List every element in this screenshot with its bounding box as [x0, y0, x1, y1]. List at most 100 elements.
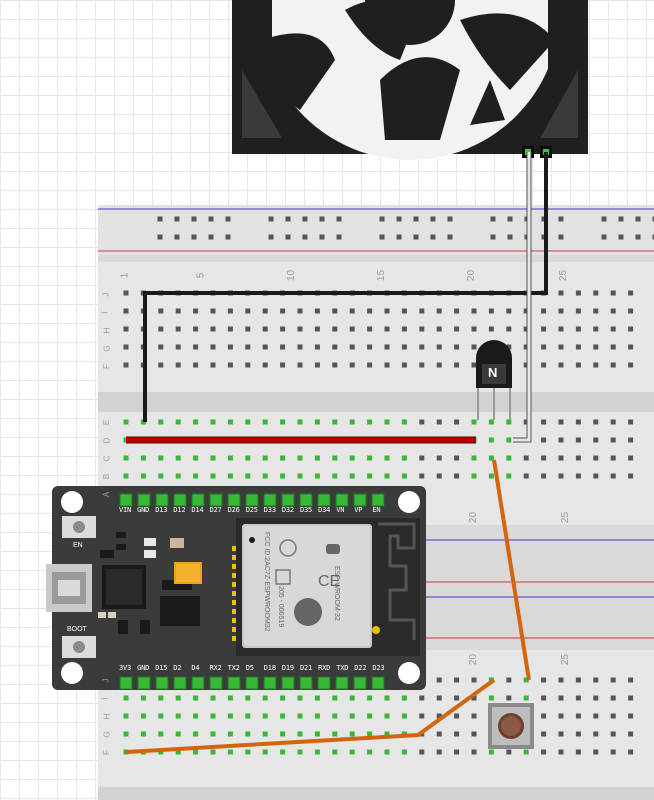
- breadboard-hole: [488, 473, 494, 479]
- breadboard-hole: [280, 308, 286, 314]
- breadboard-hole: [610, 344, 616, 350]
- breadboard-hole: [436, 677, 442, 683]
- breadboard-hole: [558, 695, 564, 701]
- breadboard-hole: [401, 344, 407, 350]
- column-number: 10: [286, 269, 298, 282]
- breadboard-hole: [454, 677, 460, 683]
- breadboard-hole: [506, 455, 512, 461]
- esp32-pin-label: GND: [137, 664, 150, 672]
- breadboard-hole: [488, 455, 494, 461]
- transistor-marking: N: [488, 365, 498, 380]
- breadboard-hole: [210, 473, 216, 479]
- breadboard-hole: [471, 362, 477, 368]
- breadboard-hole: [610, 677, 616, 683]
- breadboard-hole: [174, 234, 180, 240]
- breadboard-hole: [262, 308, 268, 314]
- breadboard-hole: [262, 473, 268, 479]
- esp32-pin-label: D12: [173, 506, 186, 514]
- breadboard-hole: [454, 731, 460, 737]
- breadboard-hole: [454, 713, 460, 719]
- breadboard-hole: [262, 455, 268, 461]
- breadboard-hole: [401, 713, 407, 719]
- breadboard-hole: [367, 749, 373, 755]
- breadboard-hole: [210, 362, 216, 368]
- breadboard-hole: [280, 326, 286, 332]
- breadboard-hole: [575, 473, 581, 479]
- breadboard-hole: [314, 695, 320, 701]
- breadboard-hole: [558, 455, 564, 461]
- breadboard-hole: [447, 234, 453, 240]
- breadboard-hole: [332, 362, 338, 368]
- breadboard-hole: [454, 455, 460, 461]
- breadboard-hole: [541, 362, 547, 368]
- column-number: 20: [468, 653, 480, 666]
- breadboard-hole: [174, 216, 180, 222]
- breadboard-hole: [628, 473, 634, 479]
- breadboard-hole: [314, 731, 320, 737]
- breadboard-hole: [123, 731, 129, 737]
- breadboard-hole: [575, 308, 581, 314]
- breadboard-hole: [523, 326, 529, 332]
- breadboard-hole: [575, 695, 581, 701]
- breadboard-hole: [419, 749, 425, 755]
- breadboard-hole: [523, 473, 529, 479]
- breadboard-hole: [245, 308, 251, 314]
- breadboard-hole: [593, 344, 599, 350]
- breadboard-hole: [541, 731, 547, 737]
- breadboard-hole: [384, 713, 390, 719]
- breadboard-hole: [454, 473, 460, 479]
- breadboard-hole: [618, 234, 624, 240]
- breadboard-hole: [506, 677, 512, 683]
- breadboard-hole: [575, 362, 581, 368]
- breadboard-hole: [436, 419, 442, 425]
- breadboard-hole: [628, 362, 634, 368]
- esp32-pin-label: EN: [372, 506, 381, 514]
- esp32-header-pin: [227, 493, 241, 507]
- esp32-pin-label: D25: [245, 506, 258, 514]
- breadboard-hole: [384, 344, 390, 350]
- breadboard-hole: [610, 749, 616, 755]
- breadboard-hole: [285, 216, 291, 222]
- breadboard-hole: [413, 216, 419, 222]
- breadboard-hole: [314, 473, 320, 479]
- breadboard-hole: [367, 419, 373, 425]
- breadboard-hole: [280, 344, 286, 350]
- breadboard-hole: [314, 419, 320, 425]
- breadboard-hole: [558, 362, 564, 368]
- push-button: [488, 703, 534, 749]
- breadboard-hole: [384, 695, 390, 701]
- breadboard-hole: [280, 419, 286, 425]
- breadboard-hole: [175, 695, 181, 701]
- breadboard-top: [98, 205, 654, 525]
- breadboard-hole: [384, 455, 390, 461]
- breadboard-hole: [413, 234, 419, 240]
- breadboard-hole: [297, 695, 303, 701]
- breadboard-hole: [193, 695, 199, 701]
- breadboard-hole: [610, 326, 616, 332]
- wire-orange-a: [492, 459, 531, 681]
- esp32-pin-label: D35: [300, 506, 313, 514]
- breadboard-hole: [332, 731, 338, 737]
- breadboard-hole: [454, 749, 460, 755]
- breadboard-hole: [191, 216, 197, 222]
- breadboard-hole: [280, 713, 286, 719]
- breadboard-hole: [610, 455, 616, 461]
- breadboard-hole: [367, 731, 373, 737]
- breadboard-hole: [601, 216, 607, 222]
- breadboard-hole: [158, 344, 164, 350]
- breadboard-hole: [575, 713, 581, 719]
- breadboard-hole: [227, 731, 233, 737]
- breadboard-hole: [558, 437, 564, 443]
- breadboard-hole: [285, 234, 291, 240]
- breadboard-hole: [367, 326, 373, 332]
- esp32-pin-label: D5: [245, 664, 254, 672]
- breadboard-hole: [297, 731, 303, 737]
- breadboard-hole: [628, 731, 634, 737]
- esp32-header-pin: [137, 493, 151, 507]
- shield-model-text: ESP-WROOM-32: [333, 566, 340, 621]
- breadboard-hole: [628, 713, 634, 719]
- breadboard-hole: [628, 326, 634, 332]
- breadboard-hole: [447, 216, 453, 222]
- esp32-header-pin: [317, 493, 331, 507]
- breadboard-hole: [575, 344, 581, 350]
